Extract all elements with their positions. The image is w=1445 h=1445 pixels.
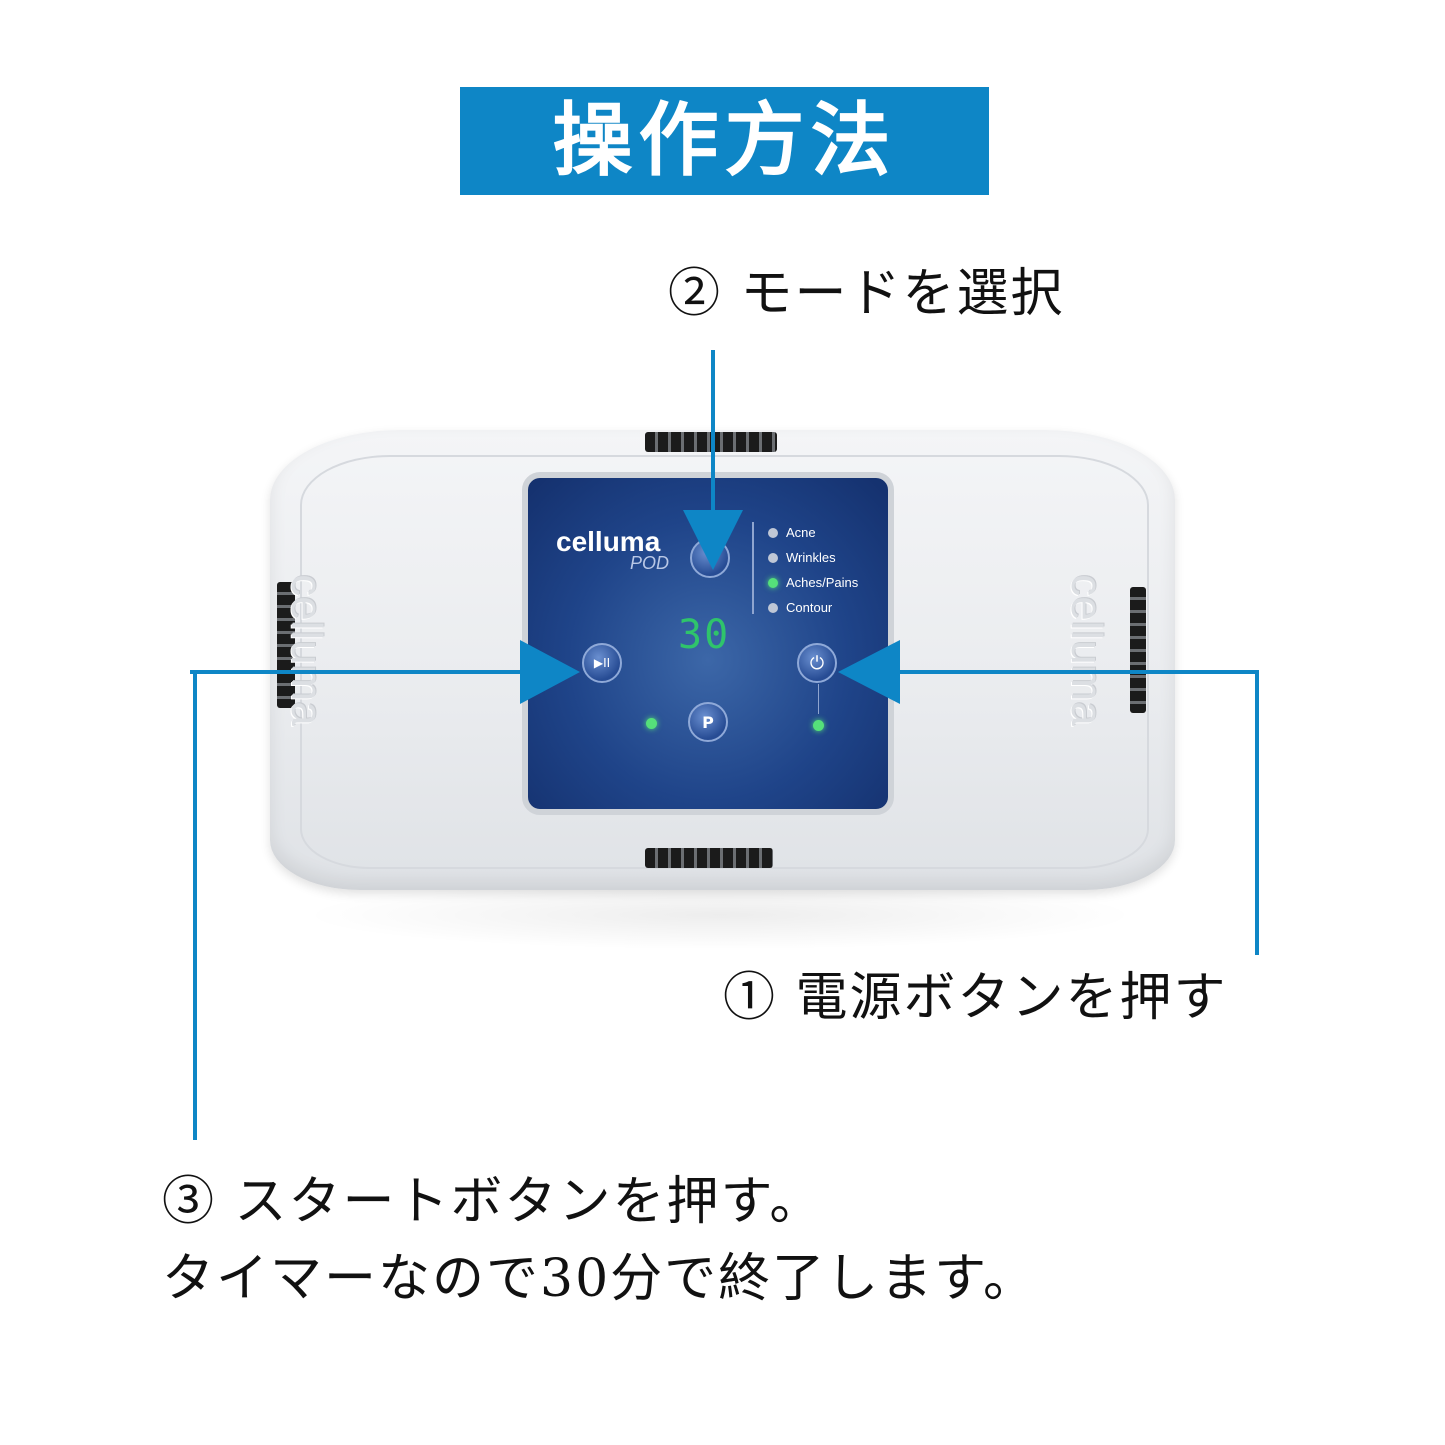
page-title: 操作方法 <box>552 94 897 187</box>
step-2-label: ② モードを選択 <box>668 264 1065 324</box>
mode-label: Contour <box>786 600 833 615</box>
mode-led-icon <box>768 527 778 538</box>
step-1-label: ① 電源ボタンを押す <box>723 968 1228 1028</box>
mode-item-wrinkles: Wrinkles <box>768 550 836 565</box>
play-pause-button[interactable]: ▶II <box>582 643 622 683</box>
mode-led-icon <box>768 602 778 613</box>
device-inner-rim <box>300 455 1149 869</box>
program-icon: P <box>702 712 714 732</box>
step-3-line-2: タイマーなので30分で終了します。 <box>162 1249 1037 1309</box>
vent-right <box>1130 587 1146 713</box>
arrow-step1-head-icon <box>838 640 900 704</box>
mode-item-acne: Acne <box>768 525 816 540</box>
program-led-icon <box>646 718 657 729</box>
power-led-line <box>818 684 819 714</box>
step-3-line-1: ③ スタートボタンを押す。 <box>162 1172 824 1232</box>
timer-display: 30 <box>678 612 731 658</box>
program-button[interactable]: P <box>688 702 728 742</box>
vent-left <box>277 582 295 708</box>
arrow-step3-head-icon <box>520 640 580 704</box>
mode-divider <box>752 522 754 614</box>
mode-led-icon <box>768 552 778 563</box>
mode-item-aches-pains: Aches/Pains <box>768 575 858 590</box>
power-button[interactable]: ⏻ <box>797 643 837 683</box>
power-icon: ⏻ <box>809 652 825 674</box>
arrow-step2-head-icon <box>683 510 743 570</box>
vent-bottom <box>645 848 773 868</box>
mode-label: Aches/Pains <box>786 575 859 590</box>
play-pause-icon: ▶II <box>593 656 611 670</box>
title-banner: 操作方法 <box>460 87 989 195</box>
step-3-label: ③ スタートボタンを押す。 タイマーなので30分で終了します。 <box>162 1170 1037 1312</box>
mode-label: Acne <box>786 525 816 540</box>
mode-item-contour: Contour <box>768 600 832 615</box>
mode-label: Wrinkles <box>786 550 836 565</box>
power-led-icon <box>813 720 824 731</box>
device-shadow <box>300 880 1140 950</box>
mode-led-icon <box>768 577 778 588</box>
brand-logo: celluma <box>556 526 661 557</box>
brand-sub: POD <box>630 553 670 573</box>
